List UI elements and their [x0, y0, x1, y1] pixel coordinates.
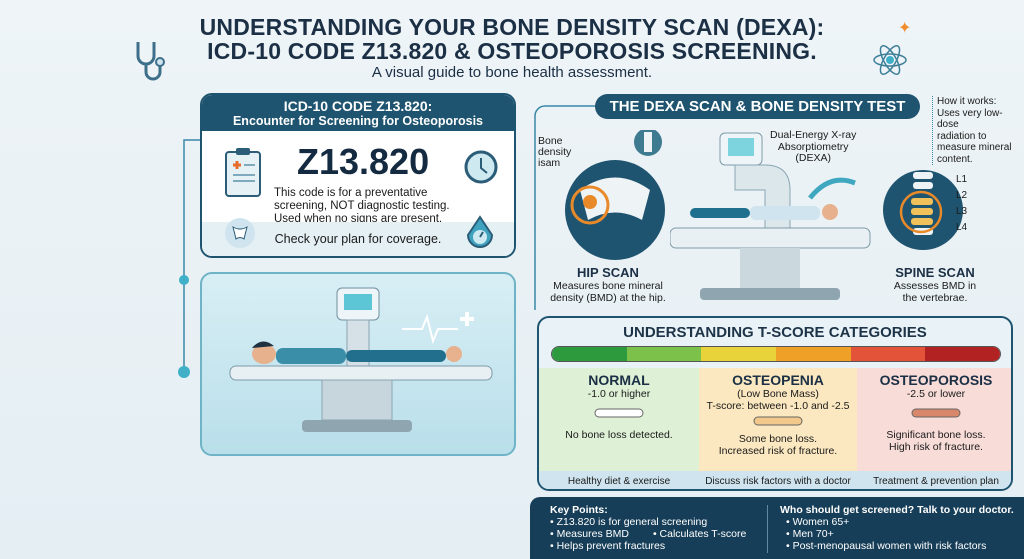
title-line-1: UNDERSTANDING YOUR BONE DENSITY SCAN (DE…	[199, 14, 825, 40]
icd-desc-1: This code is for a preventative	[274, 187, 428, 199]
how-line-3: radiation to	[937, 130, 987, 142]
tscore-bar-segment	[776, 347, 851, 361]
connector-line	[178, 139, 200, 378]
how-line-2: Uses very low-dose	[937, 107, 1003, 131]
category-range: -1.0 or higher	[587, 388, 651, 400]
tscore-bar-segment	[626, 347, 702, 361]
level-l3: L3	[956, 206, 968, 217]
sparkle-icon: ✦	[898, 20, 912, 37]
key-point: • Measures BMD	[550, 528, 629, 540]
bone-label-2: density	[538, 146, 572, 158]
category-action: Healthy diet & exercise	[539, 471, 699, 489]
tscore-category-osteopenia: OSTEOPENIA (Low Bone Mass) T-score: betw…	[699, 368, 857, 473]
key-point: • Calculates T-score	[652, 528, 747, 540]
hip-desc-1: Measures bone mineral	[553, 280, 663, 292]
hip-scan-illustration	[565, 130, 665, 260]
who-item: • Post-menopausal women with risk factor…	[786, 540, 987, 552]
key-points-banner: Key Points: • Z13.820 is for general scr…	[530, 497, 1024, 559]
how-line-4: measure mineral	[937, 142, 1012, 153]
subtitle: A visual guide to bone health assessment…	[371, 64, 653, 81]
who-heading: Who should get screened? Talk to your do…	[780, 504, 1014, 516]
title-line-2: ICD-10 CODE Z13.820 & OSTEOPOROSIS SCREE…	[207, 38, 817, 64]
spine-scan-illustration	[883, 170, 963, 250]
hip-scan-title: HIP SCAN	[577, 265, 639, 280]
level-l4: L4	[956, 222, 968, 233]
category-range: (Low Bone Mass)	[737, 388, 819, 400]
tscore-bar-segment	[701, 347, 777, 361]
dexa-patient-illustration	[200, 272, 516, 456]
tscore-color-bar	[551, 346, 1001, 362]
bone-icon	[753, 416, 803, 426]
category-name: OSTEOPOROSIS	[879, 372, 993, 388]
hip-scan-info: HIP SCAN Measures bone mineral density (…	[548, 265, 668, 304]
machine-label-3: (DEXA)	[795, 152, 831, 164]
key-point: • Helps prevent fractures	[550, 540, 666, 552]
category-desc: High risk of fracture.	[889, 441, 983, 453]
tscore-category-osteoporosis: OSTEOPOROSIS -2.5 or lower Significant b…	[857, 368, 1011, 473]
dexa-heading: THE DEXA SCAN & BONE DENSITY TEST	[595, 94, 920, 119]
icd-card-heading: ICD-10 CODE Z13.820:	[283, 98, 433, 114]
stethoscope-icon	[136, 42, 165, 81]
level-l1: L1	[956, 174, 968, 185]
tscore-panel: UNDERSTANDING T-SCORE CATEGORIES NORMAL …	[537, 316, 1013, 491]
tscore-heading: UNDERSTANDING T-SCORE CATEGORIES	[623, 324, 927, 341]
clipboard-icon	[225, 148, 261, 197]
how-line-5: content.	[937, 153, 973, 165]
category-name: OSTEOPENIA	[732, 372, 824, 388]
icd-code-card: ICD-10 CODE Z13.820:Encounter for Screen…	[200, 93, 516, 258]
icd-code: Z13.820	[297, 141, 430, 182]
bone-icon	[594, 408, 644, 418]
tscore-category-normal: NORMAL -1.0 or higher No bone loss detec…	[539, 368, 699, 473]
category-range: -2.5 or lower	[906, 388, 966, 400]
tscore-bar-segment	[552, 347, 627, 361]
atom-icon	[873, 45, 907, 75]
bone-icon	[225, 218, 255, 248]
how-line-1: How it works:	[937, 96, 997, 107]
icd-card-subheading: Encounter for Screening for Osteoporosis	[232, 114, 484, 128]
spine-scan-info: SPINE SCAN Assesses BMD in the vertebrae…	[880, 265, 990, 304]
hip-desc-2: density (BMD) at the hip.	[550, 292, 666, 304]
level-l2: L2	[956, 190, 968, 201]
tscore-bar-segment	[925, 347, 1000, 361]
category-action: Discuss risk factors with a doctor	[699, 471, 857, 489]
dexa-machine-illustration	[670, 132, 871, 300]
divider	[767, 505, 768, 553]
spine-desc-2: the vertebrae.	[902, 292, 968, 304]
scanner-table-illustration	[229, 287, 493, 432]
category-name: NORMAL	[588, 372, 650, 388]
bone-label-3: isam	[538, 157, 561, 169]
key-point: • Z13.820 is for general screening	[550, 516, 708, 528]
gauge-drop-icon	[466, 215, 494, 248]
tscore-bar-segment	[850, 347, 926, 361]
category-desc: No bone loss detected.	[565, 429, 673, 441]
clock-icon	[464, 150, 498, 184]
bone-icon	[911, 408, 961, 418]
coverage-note: Check your plan for coverage.	[202, 222, 514, 256]
category-desc: Some bone loss.	[738, 433, 818, 445]
bone-label-1: Bone	[538, 135, 563, 147]
category-action: Treatment & prevention plan	[857, 471, 1011, 489]
category-desc: Increased risk of fracture.	[718, 445, 838, 457]
spine-scan-title: SPINE SCAN	[895, 265, 975, 280]
who-item: • Women 65+	[786, 516, 850, 528]
category-extra: T-score: between -1.0 and -2.5	[706, 400, 850, 412]
who-item: • Men 70+	[786, 528, 834, 540]
section-bracket	[534, 105, 597, 310]
spine-desc-1: Assesses BMD in	[893, 280, 977, 292]
machine-label-1: Dual-Energy X-ray	[770, 129, 857, 141]
icd-desc-2: screening, NOT diagnostic testing.	[274, 200, 450, 212]
key-points-heading: Key Points:	[550, 504, 608, 516]
machine-label-2: Absorptiometry	[777, 140, 849, 153]
category-desc: Significant bone loss.	[886, 429, 986, 441]
